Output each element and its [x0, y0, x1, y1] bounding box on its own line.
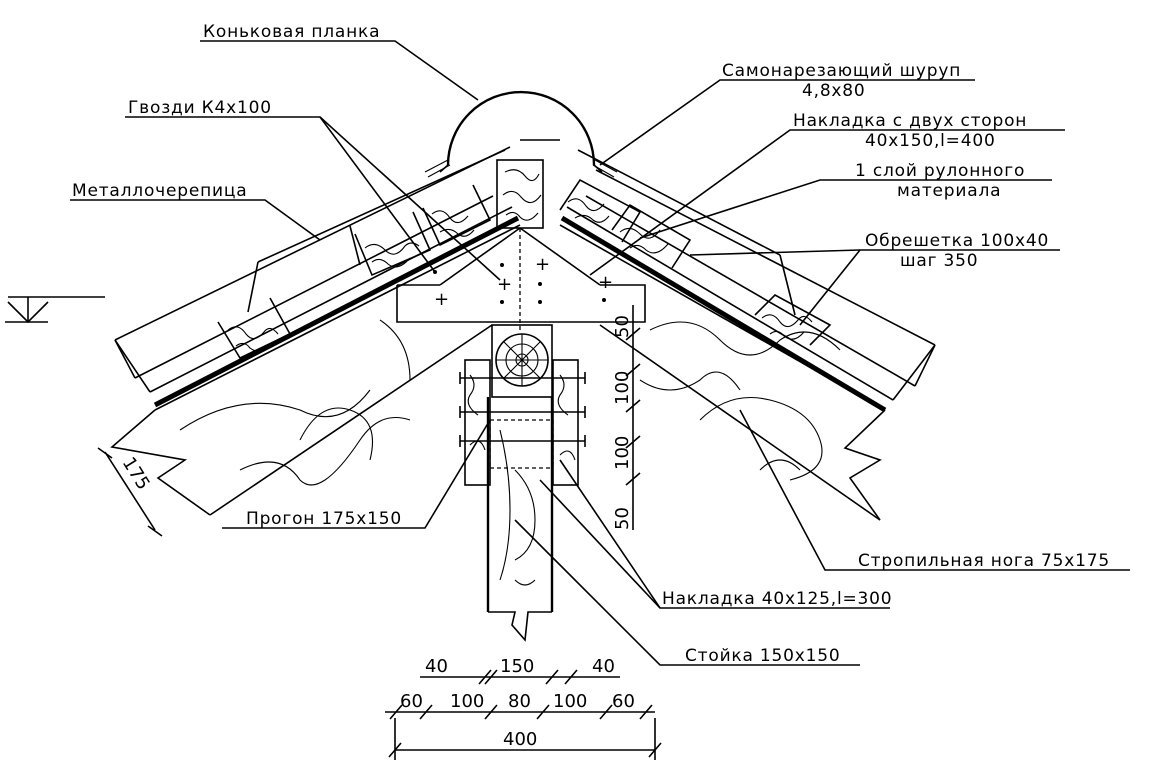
- row1-dim-2: 150: [500, 656, 534, 677]
- svg-text:+: +: [535, 254, 550, 275]
- roll-material-label-2: материала: [897, 181, 1001, 201]
- dimensions: 175 50 100 100 50 40 150 40 60 100 80 10…: [97, 305, 662, 760]
- row1-dim-3: 40: [592, 656, 615, 677]
- battens-label: Обрешетка 100х40: [865, 231, 1049, 251]
- right-roof-slope: [559, 149, 936, 521]
- left-roof-slope: [5, 146, 521, 516]
- ridge-assembly: + + + +: [396, 90, 646, 330]
- ridge-strip-label: Коньковая планка: [203, 22, 380, 42]
- battens-step-label: шаг 350: [900, 251, 978, 271]
- row2-dim-3: 80: [508, 691, 531, 712]
- row2-dim-5: 60: [612, 691, 635, 712]
- roll-material-label: 1 слой рулонного: [855, 161, 1025, 181]
- labels: Коньковая планка Самонарезающий шуруп 4,…: [72, 22, 1110, 666]
- rafter-label: Стропильная нога 75х175: [858, 551, 1110, 571]
- side-plate-label: Накладка 40х125,l=300: [662, 589, 892, 609]
- nails-label: Гвозди К4х100: [128, 98, 272, 118]
- nail-marks: + + + +: [433, 254, 613, 310]
- row2-dim-1: 60: [400, 691, 423, 712]
- svg-text:+: +: [434, 289, 449, 310]
- screw-label: Самонарезающий шуруп: [722, 61, 961, 81]
- post-label: Стойка 150х150: [685, 646, 840, 666]
- svg-text:+: +: [497, 274, 512, 295]
- rafter-depth-dim: 175: [118, 454, 154, 494]
- total-dim: 400: [503, 729, 537, 750]
- double-side-plate-label: Накладка с двух сторон: [793, 111, 1027, 131]
- purlin-post: [459, 324, 586, 642]
- vert-dim-1: 50: [612, 315, 633, 338]
- double-side-plate-size-label: 40х150,l=400: [865, 131, 996, 151]
- metal-tile-label: Металлочерепица: [72, 181, 247, 201]
- row2-dim-4: 100: [553, 691, 587, 712]
- vert-dim-4: 50: [612, 507, 633, 530]
- purlin-label: Прогон 175х150: [246, 509, 402, 529]
- row1-dim-1: 40: [425, 656, 448, 677]
- vert-dim-2: 100: [612, 371, 633, 405]
- screw-size-label: 4,8х80: [802, 81, 866, 101]
- leaders: [70, 40, 1130, 666]
- row2-dim-2: 100: [450, 691, 484, 712]
- vert-dim-3: 100: [612, 436, 633, 470]
- svg-text:+: +: [598, 272, 613, 293]
